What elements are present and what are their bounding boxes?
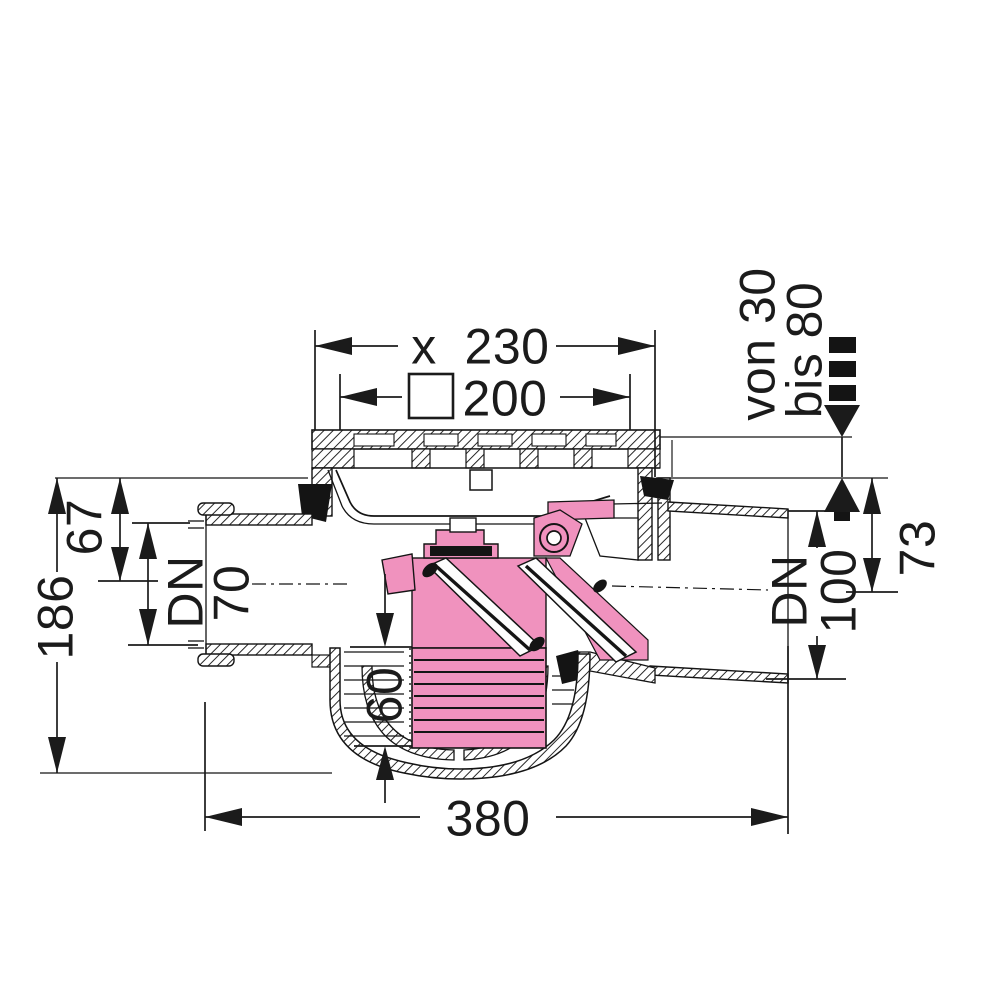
outlet-pipe-top-wall — [667, 501, 789, 519]
outlet-centerline — [611, 585, 769, 591]
flap-pin-left — [422, 562, 438, 578]
grate-slots — [353, 433, 617, 447]
dimension-outlet-top-offset: 73 — [846, 478, 946, 593]
pan-inner-line — [335, 469, 611, 517]
dimension-inlet-dn70: DN 70 — [128, 522, 260, 646]
arrow-down-icon — [48, 737, 66, 773]
arrow-down-icon — [808, 645, 826, 679]
arrow-up-icon — [808, 511, 826, 547]
flap-pivot-pin — [546, 530, 562, 546]
inlet-socket-bead-bottom — [197, 653, 235, 667]
reference-lines — [40, 436, 888, 774]
arrow-down-icon — [111, 547, 129, 581]
pan-to-outlet-line — [611, 502, 663, 505]
bowl-wall — [329, 647, 591, 780]
flap-2-rod — [524, 564, 628, 658]
arrow-right-icon — [751, 808, 788, 826]
adjust-from-label: von 30 — [730, 267, 786, 420]
dimension-outlet-dn100: DN 100 — [762, 510, 867, 680]
clamp-seal-left — [298, 484, 332, 522]
outlet-pipe-bottom-wall — [649, 665, 789, 684]
arrow-left-icon — [205, 808, 242, 826]
dim-inlet-dn-label: DN — [158, 555, 214, 628]
arrow-down-icon — [863, 558, 881, 592]
dim-outlet-dn-value: 100 — [811, 549, 867, 634]
dim-outlet-dn-label: DN — [762, 554, 818, 627]
dim-inlet-dn-value: 70 — [204, 565, 260, 622]
arrow-left-icon — [340, 388, 377, 406]
arrow-right-icon — [593, 388, 630, 406]
dim-inlet-top-offset-value: 67 — [57, 499, 113, 556]
adjust-to-label: bis 80 — [777, 282, 833, 418]
flap-1-rod — [434, 564, 532, 652]
dim-overall-length-value: 380 — [446, 791, 531, 847]
flap-pin-mid — [529, 636, 545, 652]
insert-left-lug — [381, 553, 416, 595]
adjustment-up-arrow-icon — [824, 478, 860, 521]
arrow-up-icon — [48, 478, 66, 514]
grate-support-posts — [311, 448, 661, 469]
dim-square-width-value: 200 — [463, 371, 548, 427]
clamp-seal-right — [640, 476, 674, 500]
adjustment-range: von 30 bis 80 — [730, 267, 860, 521]
dimension-top-width: x 230 — [314, 319, 656, 477]
arrow-down-icon — [139, 609, 157, 645]
valve-bracket — [584, 517, 639, 561]
arrow-up-icon — [376, 746, 394, 780]
arrow-right-icon — [618, 337, 655, 355]
arrow-up-icon — [863, 478, 881, 514]
arrow-up-icon — [111, 478, 129, 514]
cap-seal-band — [430, 546, 492, 556]
dim-top-width-value: 230 — [465, 319, 550, 375]
arrow-up-icon — [139, 523, 157, 559]
arrow-left-icon — [315, 337, 352, 355]
pan-center-notch — [469, 469, 493, 491]
dimension-overall-height: 186 — [28, 478, 84, 773]
backwater-flaps — [422, 499, 638, 663]
square-symbol — [407, 372, 455, 420]
dimension-trap-adjust-depth: 60 — [350, 574, 413, 803]
dimension-square-width: 200 — [339, 371, 631, 430]
arrow-down-icon — [376, 613, 394, 647]
dim-outlet-top-offset-value: 73 — [890, 520, 946, 577]
inlet-pipe-dn70 — [188, 502, 348, 668]
cap-knob — [449, 517, 477, 533]
dim-top-width-prefix: x — [411, 319, 437, 375]
insert-ribs — [414, 659, 544, 733]
dim-trap-adjust-depth-value: 60 — [357, 667, 413, 724]
adjustment-down-arrow-icon — [824, 337, 860, 437]
flap-chamber-pink — [545, 557, 649, 661]
dim-overall-height-value: 186 — [28, 575, 84, 660]
pipe-break-marks — [188, 520, 204, 649]
inlet-socket-bead-top — [197, 502, 235, 516]
dimension-overall-length: 380 — [204, 646, 789, 847]
trap-partition-left — [361, 665, 455, 761]
drain-body — [327, 469, 663, 561]
insert-ribbed-section — [411, 647, 547, 749]
dimension-inlet-top-offset: 67 — [57, 478, 158, 582]
grate-frame — [298, 429, 674, 561]
flap-pin-right — [593, 579, 607, 593]
pan-outer-line — [327, 469, 613, 525]
water-level-ticks — [344, 651, 574, 737]
